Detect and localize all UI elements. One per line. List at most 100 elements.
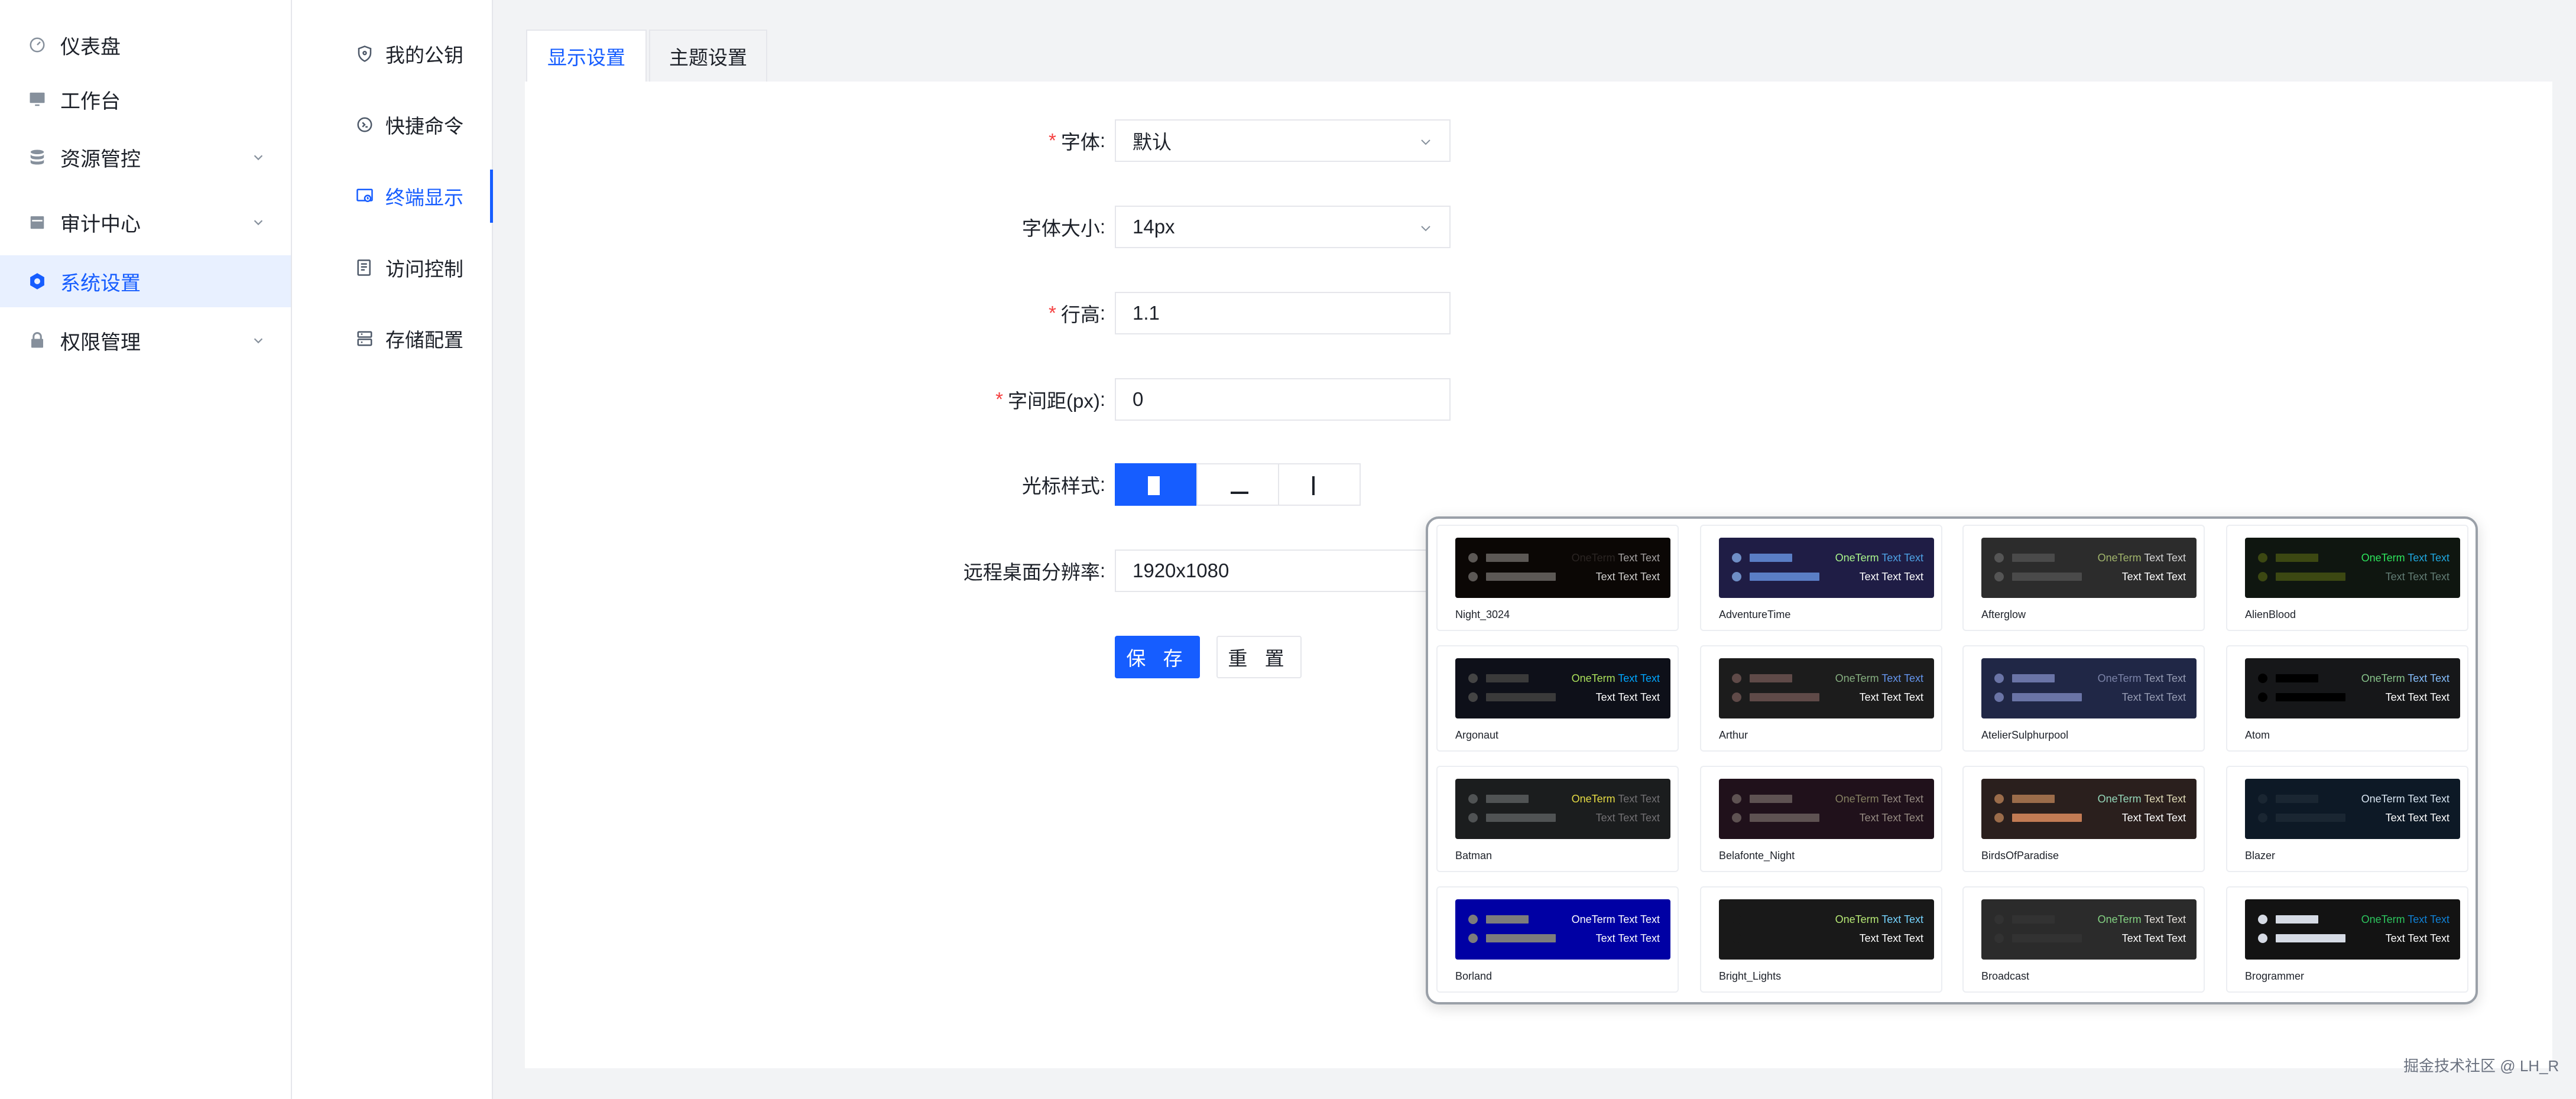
command-icon [357,117,372,132]
nav-item-resources[interactable]: 资源管控 [0,131,291,183]
theme-preview-dot [1468,553,1478,562]
theme-preview-oneterm: OneTerm [1835,672,1879,684]
sub-item-label: 我的公钥 [385,44,463,66]
theme-name: Argonaut [1455,729,1499,741]
cursor-block-option[interactable] [1115,463,1198,506]
sub-item-terminal-display[interactable]: 终端显示 [292,170,493,223]
save-button[interactable]: 保 存 [1115,636,1200,678]
theme-preview-dot [2258,934,2267,943]
theme-name: Night_3024 [1455,609,1510,620]
calendar-icon [30,216,44,229]
theme-preview-bar [2276,934,2345,942]
theme-preview-oneterm: OneTerm [2361,913,2405,925]
nav-item-permissions[interactable]: 权限管理 [0,314,291,366]
nav-item-label: 工作台 [60,90,121,113]
required-mark: * [995,388,1003,410]
theme-preview-bar [2276,814,2345,822]
theme-preview-bar [1750,554,1792,562]
theme-preview-text: Text Text [1881,913,1923,925]
nav-item-label: 仪表盘 [60,35,121,58]
theme-preview-row1: OneTerm Text Text [1835,672,1923,685]
line-height-input[interactable]: 1.1 [1115,292,1451,334]
cursor-underline-option[interactable] [1196,463,1279,506]
theme-preview-bar [1486,915,1529,924]
theme-preview-bar [2012,573,2082,581]
settings-icon [30,273,44,290]
theme-preview-oneterm: OneTerm [1571,913,1615,925]
letter-spacing-input[interactable]: 0 [1115,378,1451,421]
theme-preview-bar [1750,693,1819,701]
theme-preview-oneterm: OneTerm [1835,552,1879,564]
theme-preview-oneterm: OneTerm [2097,552,2142,564]
theme-preview-row2: Text Text Text [2121,932,2186,944]
theme-preview-row2: Text Text Text [1595,932,1660,944]
cursor-block-icon [1148,476,1160,495]
sub-item-label: 快捷命令 [385,115,463,137]
theme-preview-bar [2276,795,2318,803]
theme-preview-bar [2012,554,2055,562]
reset-button[interactable]: 重 置 [1216,636,1302,678]
lock-icon [31,331,43,348]
sub-item-storage-config[interactable]: 存储配置 [292,312,492,365]
theme-name: Belafonte_Night [1719,850,1795,861]
required-mark: * [1048,129,1056,151]
theme-preview-text: Text Text [2144,672,2186,684]
nav-item-system-settings[interactable]: 系统设置 [0,255,291,307]
theme-preview-dot [1468,915,1478,924]
theme-preview-row2: Text Text Text [1859,691,1923,703]
cursor-style-label: 光标样式: [1021,473,1105,497]
theme-preview-dot [1994,915,2004,924]
cursor-bar-option[interactable] [1278,463,1361,506]
sub-item-quick-commands[interactable]: 快捷命令 [292,98,492,151]
theme-preview-text: Text Text [2144,913,2186,925]
tab-display-settings[interactable]: 显示设置 [526,30,647,82]
nav-item-label: 资源管控 [60,148,141,171]
tab-theme-settings[interactable]: 主题设置 [649,30,767,82]
theme-preview-row1: OneTerm Text Text [2098,672,2186,685]
theme-preview-row2: Text Text Text [2121,691,2186,703]
theme-preview-row1: OneTerm Text Text [2098,552,2186,564]
theme-preview-bar [2276,915,2318,924]
theme-preview-text: Text Text [2408,672,2450,684]
theme-preview-row1: OneTerm Text Text [2361,672,2450,685]
resolution-select[interactable]: 1920x1080 [1115,550,1451,592]
font-select[interactable]: 默认 [1115,119,1451,162]
theme-preview-bar [2276,674,2318,682]
theme-preview-bar [1750,934,1819,942]
nav-item-audit[interactable]: 审计中心 [0,196,291,248]
theme-preview-oneterm: OneTerm [2097,913,2142,925]
cursor-style-radio-group [1115,463,1361,506]
theme-name: AlienBlood [2245,609,2296,620]
theme-preview-dot [1468,572,1478,581]
theme-name: Afterglow [1981,609,2026,620]
sub-item-access-control[interactable]: 访问控制 [292,241,492,294]
sub-item-label: 终端显示 [385,187,463,209]
theme-preview-bar [2012,693,2082,701]
nav-item-workbench[interactable]: 工作台 [0,73,291,125]
sub-item-my-public-key[interactable]: 我的公钥 [292,27,492,80]
font-size-select[interactable]: 14px [1115,206,1451,248]
theme-preview-dot [2258,572,2267,581]
theme-preview-dot [1994,794,2004,804]
nav-item-dashboard[interactable]: 仪表盘 [0,19,291,71]
